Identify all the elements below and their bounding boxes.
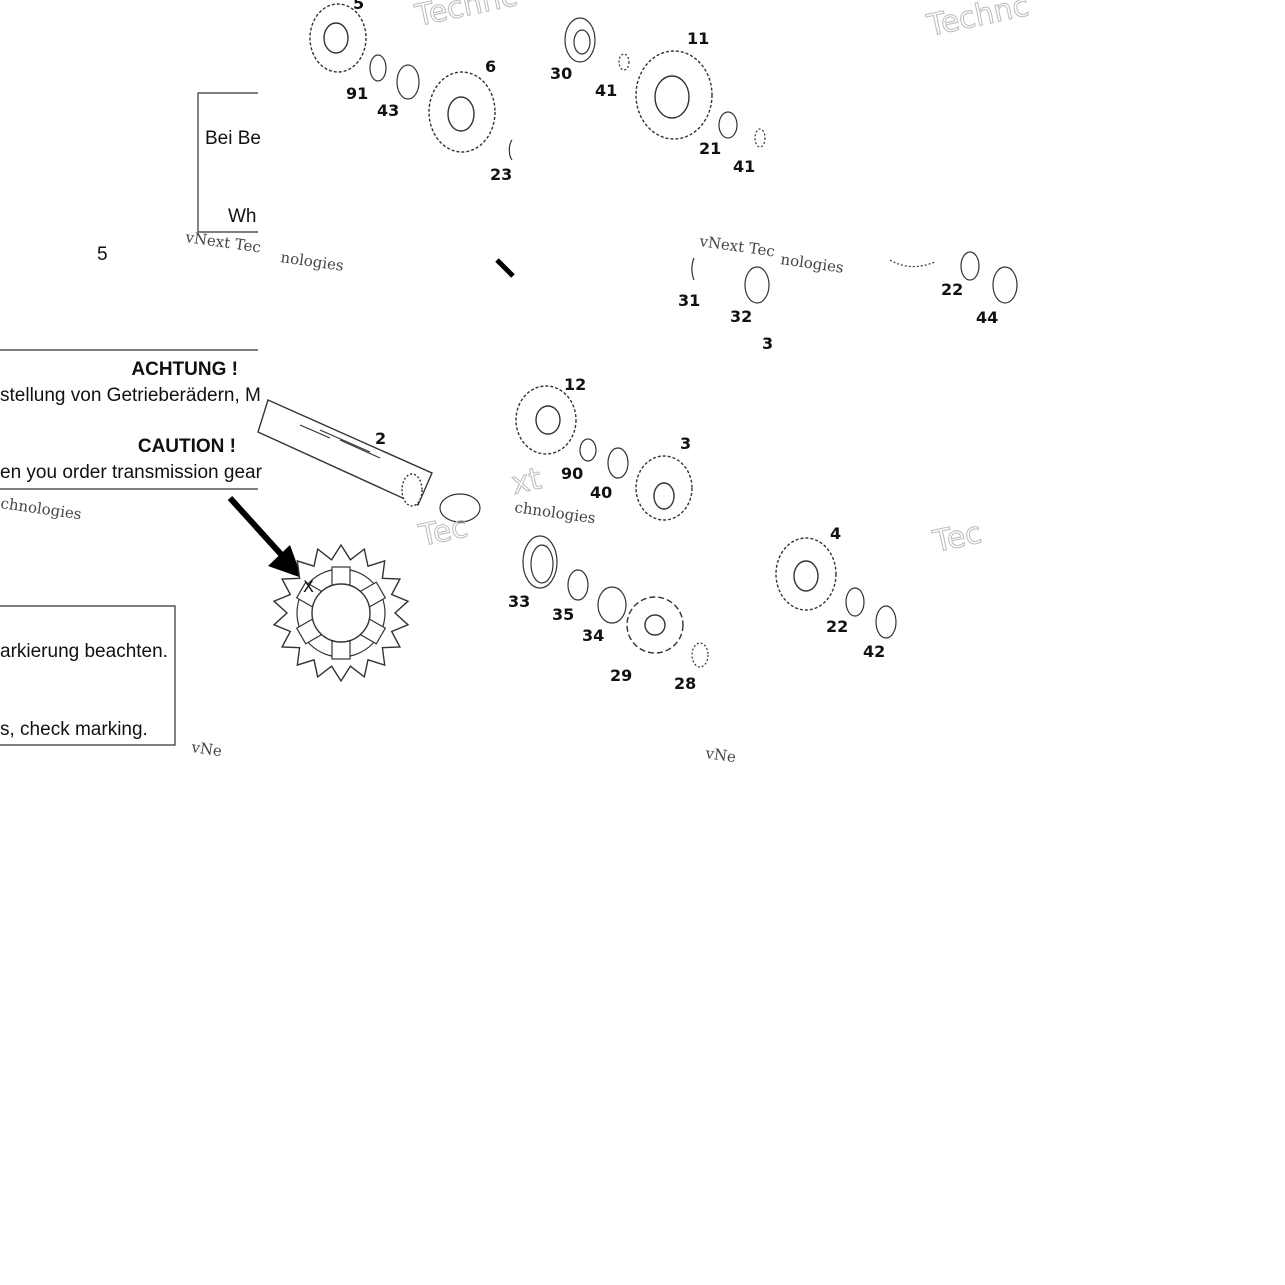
label-3: 3 bbox=[680, 434, 691, 453]
bottom-box-german-text: arkierung beachten. bbox=[0, 641, 168, 662]
warning-block: ACHTUNG ! stellung von Getrieberädern, M… bbox=[0, 349, 263, 490]
washer-44-icon bbox=[992, 266, 1018, 304]
top-box-english-text: Wh bbox=[228, 206, 257, 227]
seal-33-icon bbox=[522, 535, 558, 589]
bottom-notice-box: arkierung beachten. s, check marking. bbox=[0, 605, 176, 746]
label-33: 33 bbox=[508, 592, 530, 611]
label-31: 31 bbox=[678, 291, 700, 310]
watermark-nologies-2: nologies bbox=[779, 250, 844, 277]
gear-3-icon bbox=[635, 455, 693, 521]
bushing-23-icon bbox=[508, 139, 513, 161]
watermarks: Technc Technc vNext Tec nologies vNext T… bbox=[0, 0, 1033, 766]
part-number-labels: 5 91 43 6 23 30 41 11 21 41 31 32 3 22 4… bbox=[346, 0, 998, 693]
watermark-vne-1: vNe bbox=[189, 738, 223, 760]
label-44: 44 bbox=[976, 308, 998, 327]
bearing-31-icon bbox=[691, 257, 695, 281]
label-30: 30 bbox=[550, 64, 572, 83]
edge-fragment: 5 bbox=[97, 244, 108, 265]
achtung-title: ACHTUNG ! bbox=[131, 359, 238, 380]
label-32: 32 bbox=[730, 307, 752, 326]
bushing-21-icon bbox=[718, 111, 738, 139]
gear-4-icon bbox=[775, 537, 837, 611]
watermark-chnologies-1: chnologies bbox=[0, 494, 83, 523]
gear-11-icon bbox=[635, 50, 713, 140]
gear-edge-icon bbox=[889, 259, 936, 268]
gear-dog-slot bbox=[331, 566, 351, 586]
spacer-34-icon bbox=[597, 586, 627, 624]
label-2: 2 bbox=[375, 429, 386, 448]
gear-dog-slot bbox=[331, 640, 351, 660]
label-34: 34 bbox=[582, 626, 604, 645]
nut-28-icon bbox=[691, 642, 709, 668]
shaft-2-icon bbox=[257, 399, 481, 523]
bushing-22-icon bbox=[960, 251, 980, 281]
watermark-tec-1: Tec bbox=[415, 510, 470, 554]
gear-marking: X bbox=[303, 577, 314, 596]
watermark-vnext-2: vNext Tec bbox=[697, 232, 776, 261]
bottom-box-english-text: s, check marking. bbox=[0, 719, 148, 740]
top-notice-box: Bei Be Wh bbox=[197, 92, 261, 233]
washer-42-icon bbox=[875, 605, 897, 639]
watermark-xt: xt bbox=[508, 461, 544, 501]
ring-90-icon bbox=[579, 438, 597, 462]
caution-text: en you order transmission gear bbox=[0, 462, 263, 483]
label-23: 23 bbox=[490, 165, 512, 184]
ring-41b-icon bbox=[754, 128, 766, 148]
pointer-arrow bbox=[227, 258, 515, 578]
watermark-nologies-1: nologies bbox=[279, 248, 344, 275]
watermark-chnologies-2: chnologies bbox=[513, 498, 596, 527]
label-21: 21 bbox=[699, 139, 721, 158]
watermark-technc-2: Technc bbox=[923, 0, 1032, 44]
label-12: 12 bbox=[564, 375, 586, 394]
top-box-german-text: Bei Be bbox=[205, 128, 261, 149]
label-42: 42 bbox=[863, 642, 885, 661]
bearing-30-icon bbox=[564, 17, 596, 63]
label-29: 29 bbox=[610, 666, 632, 685]
label-41b: 41 bbox=[733, 157, 755, 176]
washer-43-icon bbox=[396, 64, 420, 100]
washer-40-icon bbox=[607, 447, 629, 479]
watermark-vne-2: vNe bbox=[703, 744, 737, 766]
sprocket-29-icon bbox=[626, 596, 684, 654]
label-43: 43 bbox=[377, 101, 399, 120]
gear-6-icon bbox=[428, 71, 496, 153]
washer-32-icon bbox=[744, 266, 770, 304]
bushing-22b-icon bbox=[845, 587, 865, 617]
label-91: 91 bbox=[346, 84, 368, 103]
o-ring-35-icon bbox=[567, 569, 589, 601]
label-40: 40 bbox=[590, 483, 612, 502]
label-28: 28 bbox=[674, 674, 696, 693]
watermark-technc-1: Technc bbox=[411, 0, 520, 34]
label-6: 6 bbox=[485, 57, 496, 76]
ring-41-icon bbox=[618, 53, 630, 71]
label-35: 35 bbox=[552, 605, 574, 624]
label-4: 4 bbox=[830, 524, 841, 543]
caution-title: CAUTION ! bbox=[138, 436, 236, 457]
label-22a: 22 bbox=[941, 280, 963, 299]
marked-gear-icon: X bbox=[272, 543, 410, 683]
gear-12-icon bbox=[515, 385, 577, 455]
gear-5-icon bbox=[309, 3, 367, 73]
achtung-text: stellung von Getrieberädern, M bbox=[0, 385, 261, 406]
label-3-fragment: 3 bbox=[762, 334, 773, 353]
label-90: 90 bbox=[561, 464, 583, 483]
label-22b: 22 bbox=[826, 617, 848, 636]
label-11: 11 bbox=[687, 29, 709, 48]
ring-91-icon bbox=[369, 54, 387, 82]
watermark-tec-2: Tec bbox=[929, 516, 984, 560]
label-41a: 41 bbox=[595, 81, 617, 100]
label-5: 5 bbox=[353, 0, 364, 13]
